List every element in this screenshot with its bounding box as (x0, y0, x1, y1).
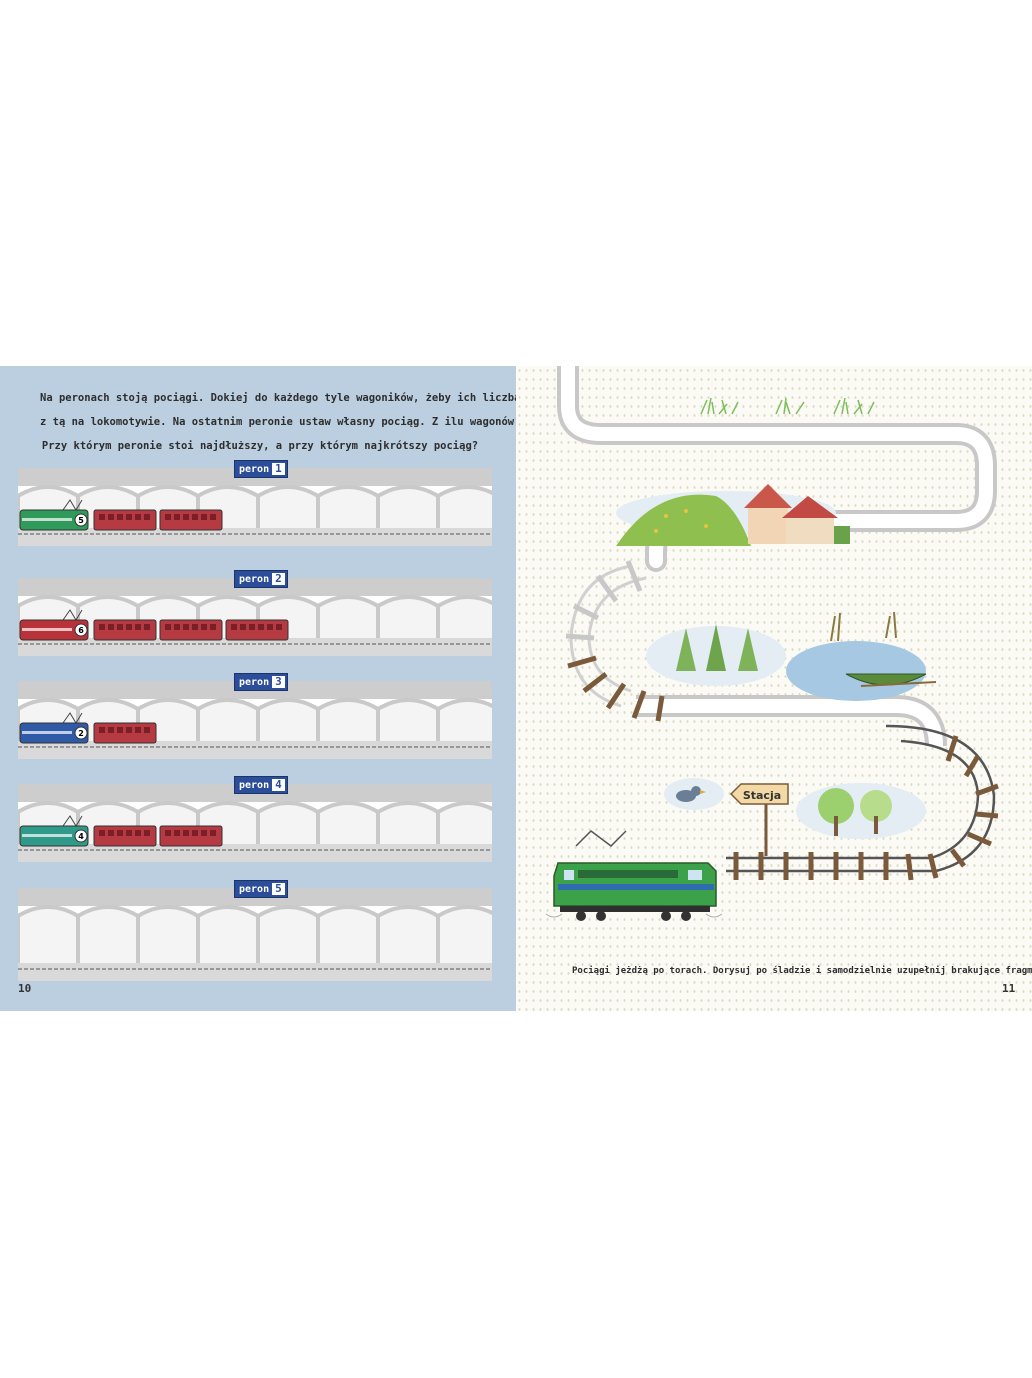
grass-icon (700, 397, 875, 415)
track-sleepers-brown (567, 655, 665, 722)
arch (316, 905, 380, 963)
pond-scene (786, 611, 937, 701)
instructions: Na peronach stoją pociągi. Dokiej do każ… (40, 386, 603, 458)
platform-canopy: 5 (18, 468, 492, 546)
arch (76, 905, 140, 963)
right-page: Stacja (516, 366, 1032, 1011)
arch (256, 801, 320, 844)
locomotive-number: 4 (78, 832, 84, 841)
forest-scene (646, 624, 786, 686)
arch (376, 595, 440, 638)
arch (436, 905, 492, 963)
left-page: Na peronach stoją pociągi. Dokiej do każ… (0, 366, 603, 1011)
arch (316, 485, 380, 528)
arch (376, 905, 440, 963)
peron-label: peron (239, 779, 270, 791)
peron-number: 5 (272, 883, 285, 895)
arch (316, 698, 380, 741)
locomotive-icon (545, 830, 723, 921)
arch (436, 698, 492, 741)
arch (256, 698, 320, 741)
arch (376, 698, 440, 741)
instruction-line: z tą na lokomotywie. Na ostatnim peronie… (40, 416, 590, 428)
peron-label: peron (239, 676, 270, 688)
track-sleepers-lower (733, 735, 999, 881)
station-sign-label: Stacja (743, 789, 781, 802)
trees-scene (796, 783, 926, 839)
arch (316, 595, 380, 638)
bird-icon (664, 778, 724, 810)
station-sign: Stacja (729, 783, 789, 856)
track-sleepers-gray (565, 560, 643, 641)
peron-label: peron (239, 463, 270, 475)
arch (376, 485, 440, 528)
locomotive-number: 2 (78, 729, 84, 738)
peron-number: 1 (272, 463, 285, 475)
arch (436, 801, 492, 844)
book-spread: Na peronach stoją pociągi. Dokiej do każ… (0, 366, 1032, 1011)
arch (256, 905, 320, 963)
arch (18, 905, 80, 963)
arch (136, 905, 200, 963)
platform-canopy: 6 (18, 578, 492, 656)
peron-number: 3 (272, 676, 285, 688)
caption: Pociągi jeżdżą po torach. Dorysuj po śla… (572, 966, 1032, 976)
instruction-line: Na peronach stoją pociągi. Dokiej do każ… (40, 392, 603, 404)
village-scene (616, 484, 850, 546)
arch (256, 485, 320, 528)
page-number-left: 10 (18, 982, 32, 995)
peron-label: peron (239, 883, 270, 895)
peron-number: 2 (272, 573, 285, 585)
arch (376, 801, 440, 844)
locomotive-number: 6 (78, 626, 84, 635)
track-illustration: Stacja (545, 366, 999, 921)
peron-label: peron (239, 573, 270, 585)
arch (436, 595, 492, 638)
arch (436, 485, 492, 528)
peron-number: 4 (272, 779, 285, 791)
page-number-right: 11 (1002, 982, 1016, 995)
arch (316, 801, 380, 844)
platform-canopy: 4 (18, 784, 492, 862)
locomotive-number: 5 (78, 516, 84, 525)
platform-canopy: 2 (18, 681, 492, 759)
instruction-line: Przy którym peronie stoi najdłuższy, a p… (41, 440, 479, 452)
arch (196, 905, 260, 963)
platform-canopy (18, 888, 492, 981)
arch (196, 698, 260, 741)
